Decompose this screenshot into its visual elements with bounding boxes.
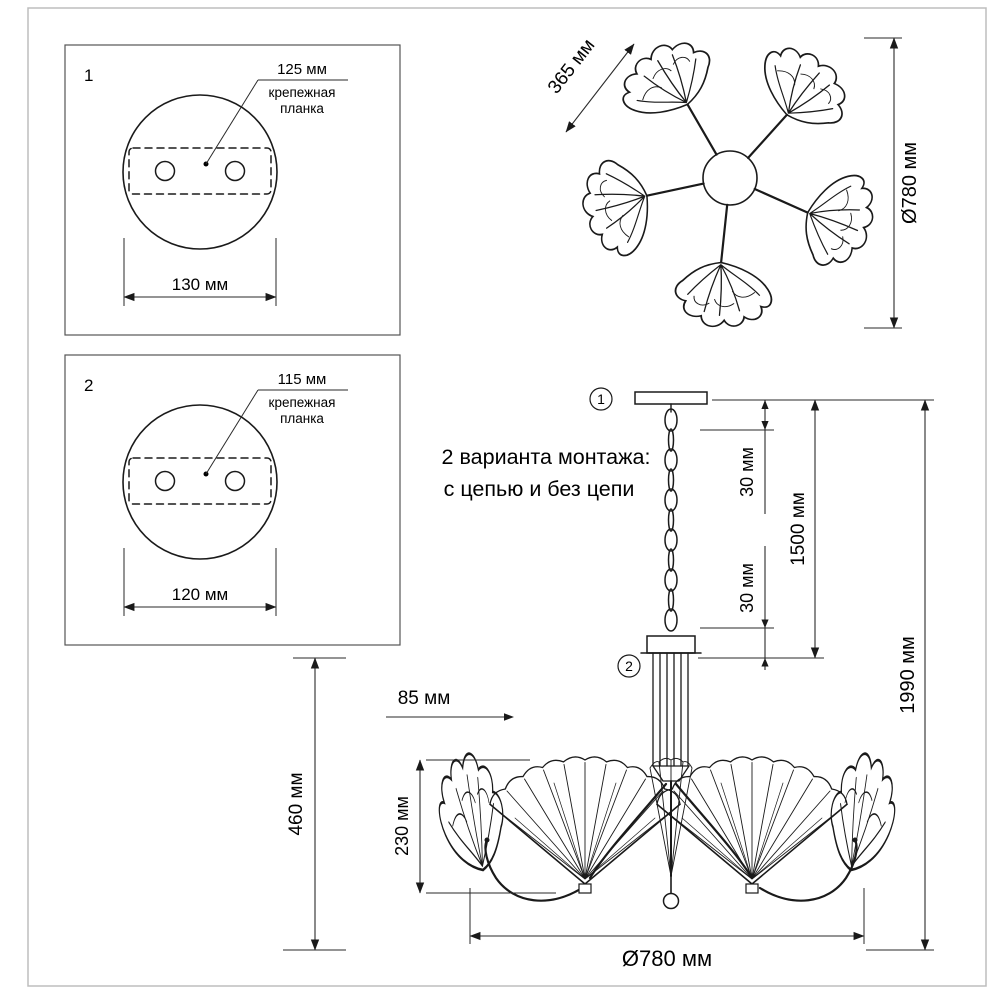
box2-plate-label-line1: крепежная — [269, 395, 336, 410]
side-view: 1 2 — [430, 387, 904, 910]
top-view-leaf-5 — [574, 153, 660, 263]
dim-diameter-label: Ø780 мм — [622, 946, 712, 971]
marker-2-circle — [617, 654, 641, 678]
top-view: 365 мм Ø780 мм — [544, 26, 921, 334]
dim-1500-label: 1500 мм — [788, 492, 809, 566]
box1-plate-label-line1: крепежная — [269, 85, 336, 100]
right-arm-outer — [758, 838, 858, 902]
note-line-1: 2 варианта монтажа: — [442, 445, 651, 469]
arm-length-dimension — [565, 43, 635, 133]
box2-width-label: 120 мм — [172, 585, 228, 604]
box1-offset-label: 125 мм — [277, 61, 327, 78]
dim-30-top-label: 30 мм — [737, 447, 757, 497]
dim-85-arrow — [504, 713, 514, 721]
box1-width-label: 130 мм — [172, 275, 228, 294]
finial-ball — [662, 892, 680, 910]
dim-85-label: 85 мм — [398, 688, 451, 709]
left-fan-shade — [489, 756, 681, 894]
box2-frame — [64, 354, 401, 646]
box1-ceiling-cup-outline — [122, 94, 278, 250]
box1-index: 1 — [84, 66, 93, 85]
dim-30-top-arrow-down — [761, 421, 769, 430]
page-border — [27, 7, 987, 987]
box2-ceiling-cup-outline — [122, 404, 278, 560]
dim-30-bottom-arrow-up — [761, 658, 769, 667]
side-view-dimensions: 30 мм 30 мм 1500 мм 1990 мм 460 мм 85 мм… — [283, 399, 934, 971]
top-view-arms — [645, 103, 809, 264]
box1-hole-left — [154, 160, 176, 182]
box1-leader-line — [205, 79, 259, 165]
right-end-leaf — [822, 748, 904, 877]
top-view-leaf-3 — [789, 162, 890, 279]
down-rods — [648, 652, 694, 782]
dim-30-bottom-label: 30 мм — [737, 563, 757, 613]
box1-hole-right — [224, 160, 246, 182]
top-view-leaf-1 — [607, 26, 726, 133]
box1-mounting-plate — [128, 147, 272, 195]
top-view-hub — [702, 150, 758, 206]
box2-hole-left — [154, 470, 176, 492]
right-fan-shade — [656, 756, 848, 894]
dim-230-label: 230 мм — [392, 796, 412, 856]
box2-offset-label: 115 мм — [278, 371, 327, 388]
dim-460-label: 460 мм — [286, 772, 307, 835]
chain — [664, 408, 678, 632]
box2-mounting-plate — [128, 457, 272, 505]
box2-hole-right — [224, 470, 246, 492]
note-line-2: с цепью и без цепи — [444, 477, 635, 501]
right-arm — [674, 782, 754, 880]
marker-1-label: 1 — [597, 391, 605, 407]
box1-plate-label-line2: планка — [280, 101, 324, 116]
dim-30-top-arrow-up — [761, 400, 769, 409]
ceiling-plate — [634, 391, 708, 405]
top-view-leaf-2 — [745, 29, 863, 145]
center-fan-edge — [649, 757, 693, 877]
box2-plate-label-line2: планка — [280, 411, 324, 426]
box2-index: 2 — [84, 376, 93, 395]
box2-leader-line — [205, 389, 259, 475]
mounting-detail-box-1: 1 125 мм крепежная планка 130 мм — [64, 44, 401, 336]
canopy — [646, 635, 696, 654]
top-view-leaf-4 — [671, 257, 776, 334]
mounting-note: 2 варианта монтажа: с цепью и без цепи — [442, 445, 651, 501]
box1-frame — [64, 44, 401, 336]
dim-30-bottom-arrow-down — [761, 619, 769, 628]
mounting-detail-box-2: 2 115 мм крепежная планка 120 мм — [64, 354, 401, 646]
marker-1-circle — [589, 387, 613, 411]
top-diameter-label: Ø780 мм — [899, 142, 921, 224]
arm-length-label: 365 мм — [544, 35, 599, 98]
dim-1990-label: 1990 мм — [897, 636, 919, 714]
marker-2-label: 2 — [625, 658, 633, 674]
